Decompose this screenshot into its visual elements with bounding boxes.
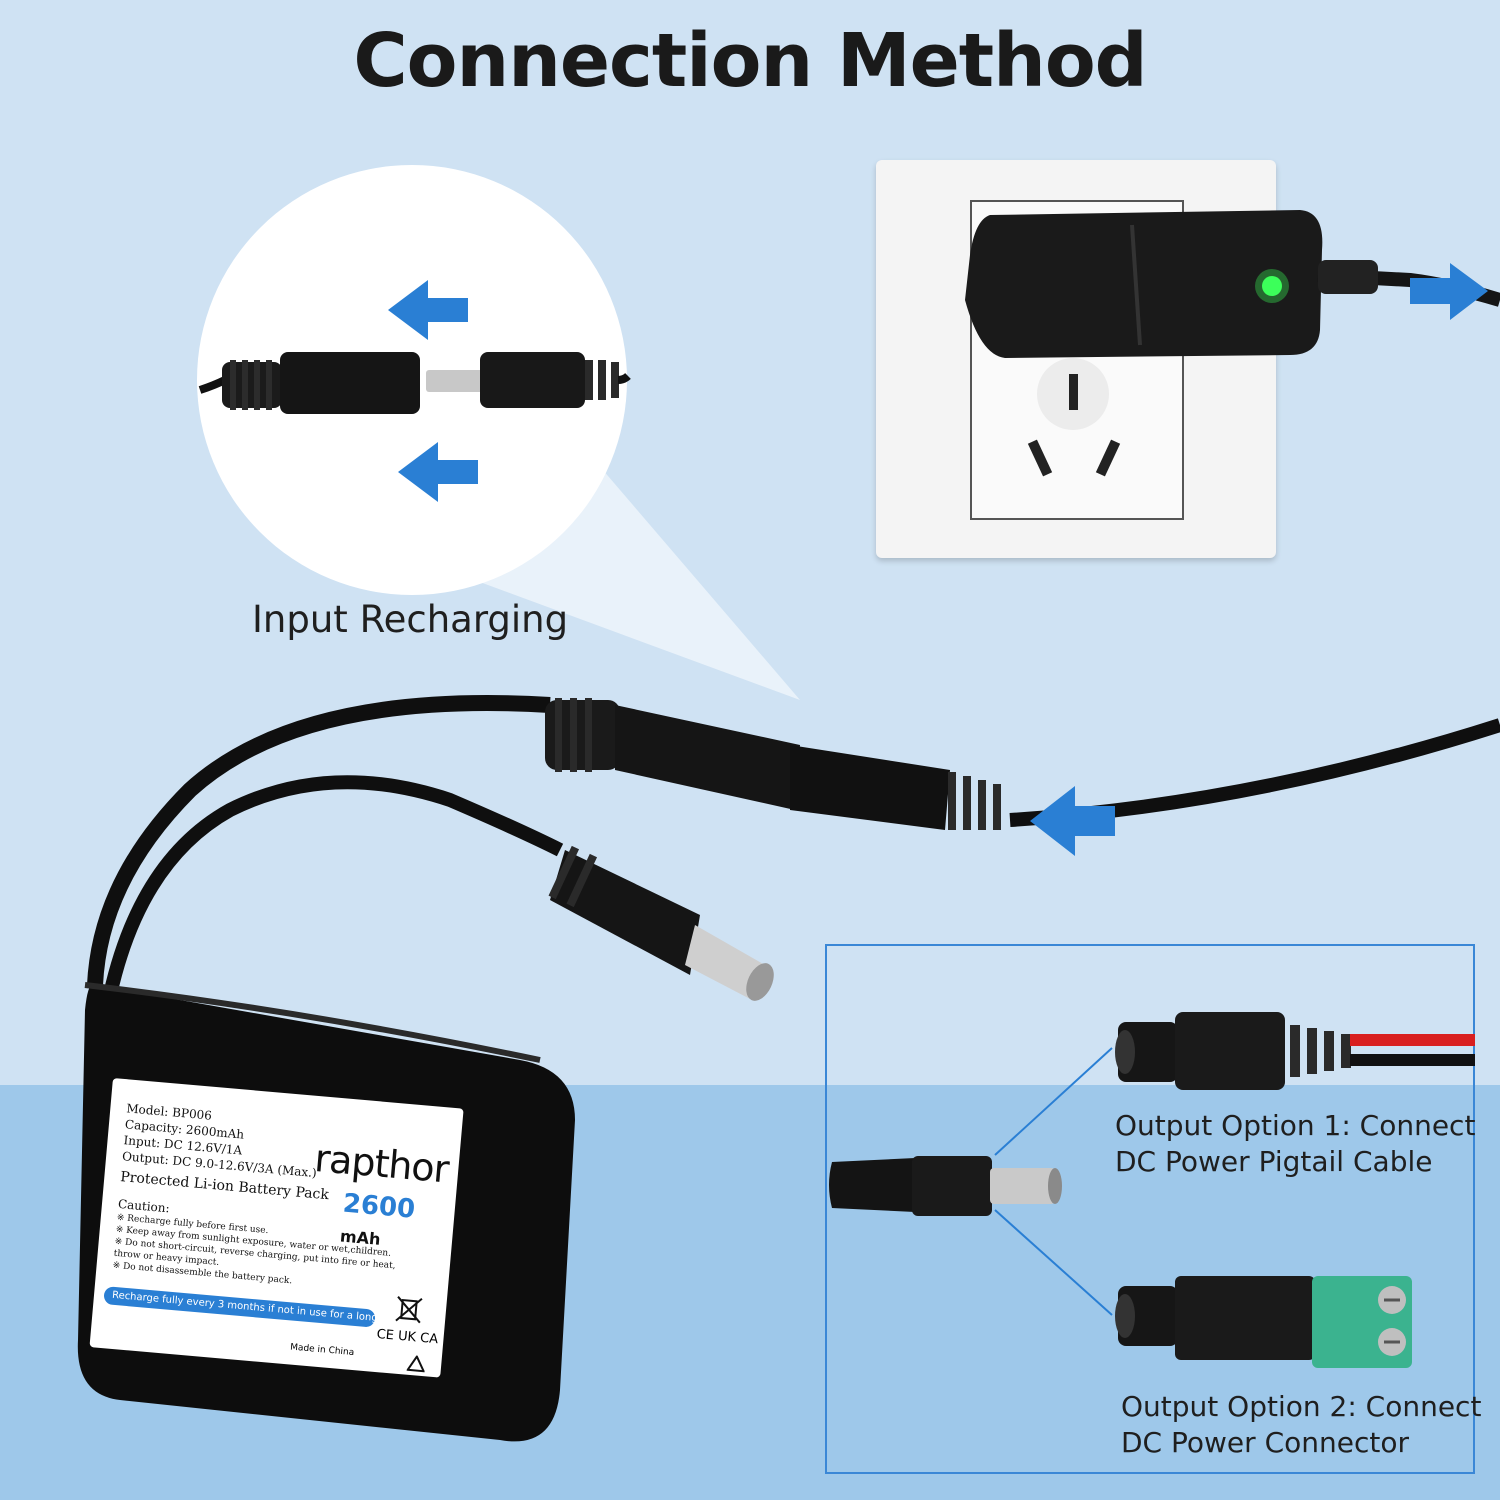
crossed-bin-icon: [395, 1296, 423, 1324]
page-title: Connection Method: [353, 18, 1147, 104]
option2-caption: Output Option 2: Connect DC Power Connec…: [1121, 1389, 1481, 1461]
arrow-left-icon: [1030, 786, 1115, 856]
arrow-left-icon: [398, 442, 478, 502]
option1-line1: Output Option 1: Connect: [1115, 1109, 1476, 1142]
option2-line1: Output Option 2: Connect: [1121, 1390, 1482, 1423]
option1-caption: Output Option 1: Connect DC Power Pigtai…: [1115, 1108, 1475, 1180]
option1-line2: DC Power Pigtail Cable: [1115, 1145, 1433, 1178]
input-recharging-caption: Input Recharging: [252, 598, 569, 641]
arrow-left-icon: [388, 280, 468, 340]
power-led-icon: [1255, 269, 1289, 303]
recycle-icon: [406, 1354, 426, 1373]
arrow-right-icon: [1410, 263, 1488, 320]
option2-line2: DC Power Connector: [1121, 1426, 1409, 1459]
output-options-box: [825, 944, 1475, 1474]
battery-label: Model: BP006 Capacity: 2600mAh Input: DC…: [89, 1078, 464, 1378]
